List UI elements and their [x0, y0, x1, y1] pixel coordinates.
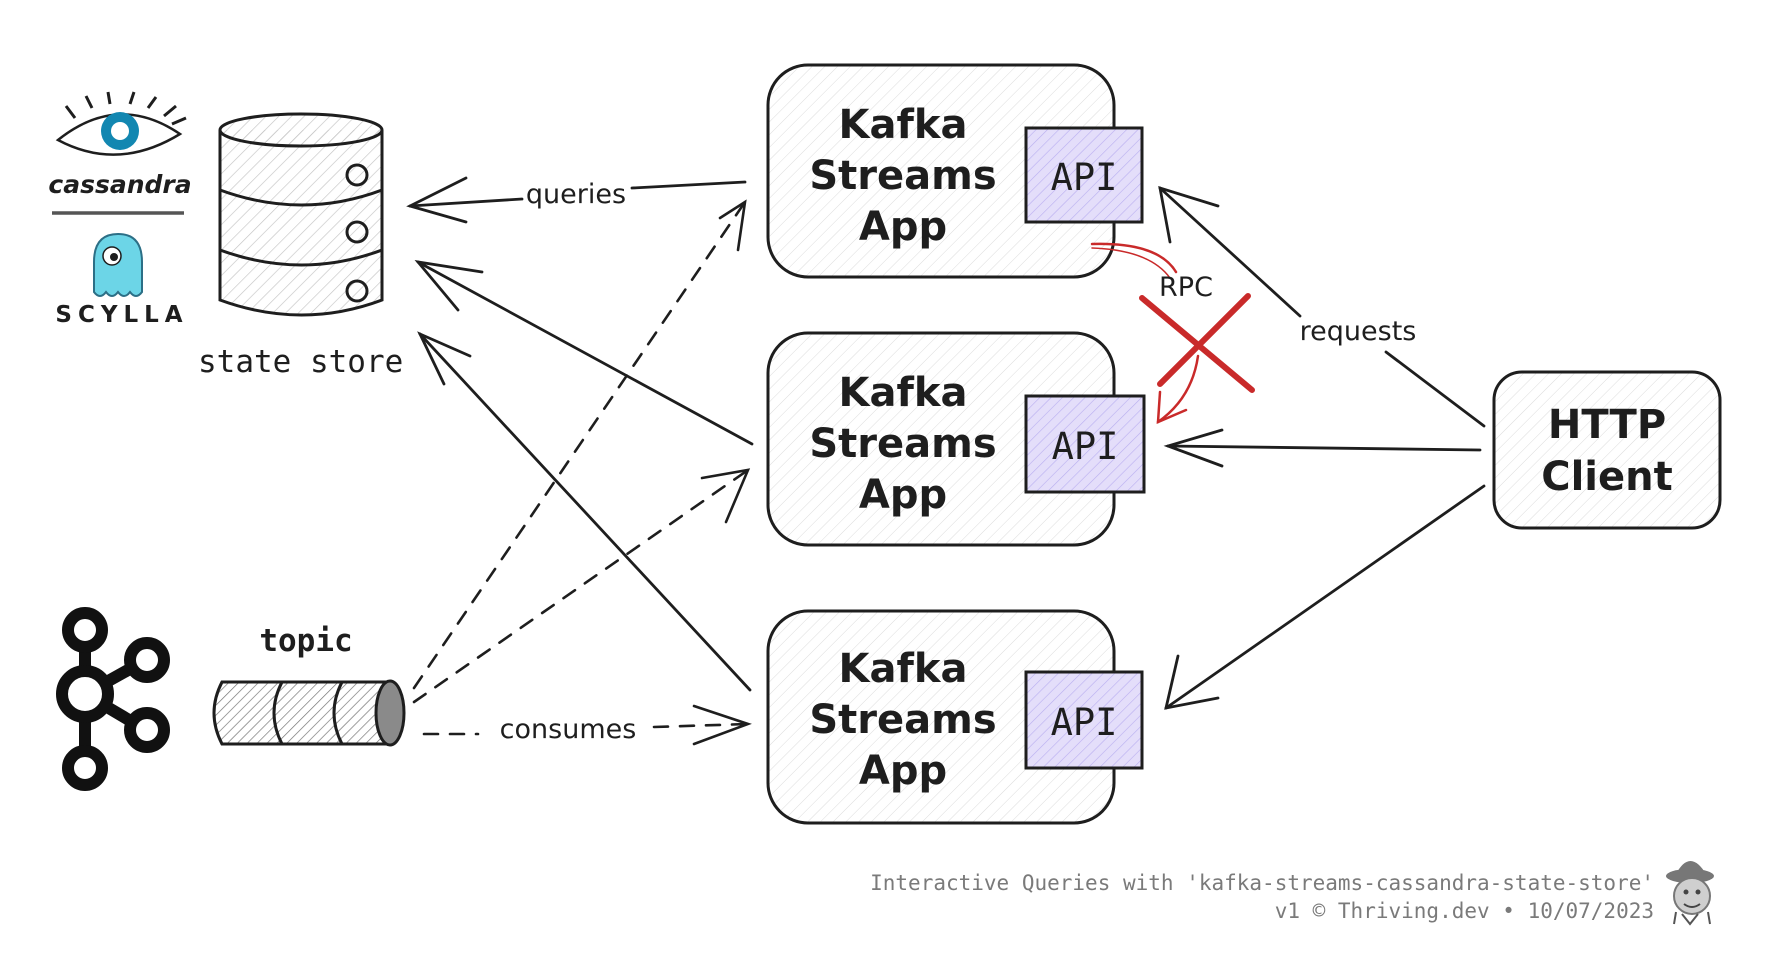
api-endpoint-2[interactable]: API — [1024, 394, 1146, 494]
kafka-logo-icon — [56, 607, 170, 791]
app-label-line-2: Streams — [809, 697, 996, 743]
http-client-line-1: HTTP — [1548, 402, 1666, 448]
cassandra-eye-icon — [55, 91, 187, 156]
api-label: API — [1052, 425, 1119, 468]
edge-queries-app1 — [406, 176, 747, 224]
state-store-node: state store — [198, 112, 403, 380]
topic-label: topic — [259, 623, 352, 659]
app-label-line-1: Kafka — [839, 646, 968, 692]
scylla-label: SCYLLA — [55, 302, 188, 328]
kafka-streams-app-3: Kafka Streams App API — [766, 609, 1144, 825]
edge-label-requests: requests — [1300, 316, 1417, 347]
edge-requests-app1 — [1158, 185, 1486, 428]
api-endpoint-3[interactable]: API — [1024, 670, 1144, 770]
app-label-line-2: Streams — [809, 153, 996, 199]
author-avatar-icon — [1666, 861, 1714, 926]
edge-label-consumes: consumes — [500, 714, 637, 745]
edge-rpc-crossed — [1090, 242, 1255, 424]
edge-requests-app2 — [1163, 428, 1482, 468]
http-client-node: HTTP Client — [1492, 370, 1722, 530]
edge-label-queries: queries — [526, 179, 626, 210]
kafka-streams-app-1: Kafka Streams App API — [766, 63, 1144, 279]
app-label-line-1: Kafka — [839, 370, 968, 416]
footer: Interactive Queries with 'kafka-streams-… — [870, 861, 1714, 926]
app-label-line-2: Streams — [809, 421, 996, 467]
footer-credit: v1 © Thriving.dev • 10/07/2023 — [1275, 899, 1654, 923]
topic-cylinder-icon — [212, 679, 406, 747]
rpc-cross-icon — [1139, 293, 1255, 393]
app-label-line-3: App — [859, 472, 947, 518]
api-label: API — [1051, 701, 1118, 744]
scylla-monster-icon — [93, 232, 143, 297]
app-label-line-3: App — [859, 204, 947, 250]
edge-queries-app2 — [414, 260, 754, 446]
edge-consumes-app3 — [422, 704, 752, 746]
edge-consumes-app1 — [412, 199, 747, 690]
edge-label-rpc: RPC — [1159, 272, 1213, 303]
api-endpoint-1[interactable]: API — [1024, 126, 1144, 224]
edge-consumes-app2 — [412, 468, 751, 704]
state-store-label: state store — [198, 344, 403, 380]
cassandra-label: cassandra — [48, 170, 191, 199]
scylla-logo: SCYLLA — [55, 232, 188, 328]
edge-requests-app3 — [1164, 484, 1486, 710]
http-client-line-2: Client — [1541, 454, 1673, 500]
app-label-line-3: App — [859, 748, 947, 794]
cassandra-logo: cassandra — [48, 91, 192, 199]
topic-node: topic — [212, 623, 406, 747]
kafka-streams-app-2: Kafka Streams App API — [766, 331, 1146, 547]
database-icon — [218, 112, 384, 317]
footer-title: Interactive Queries with 'kafka-streams-… — [870, 871, 1654, 895]
edge-queries-app3 — [417, 331, 752, 692]
app-label-line-1: Kafka — [839, 102, 968, 148]
api-label: API — [1051, 156, 1118, 199]
